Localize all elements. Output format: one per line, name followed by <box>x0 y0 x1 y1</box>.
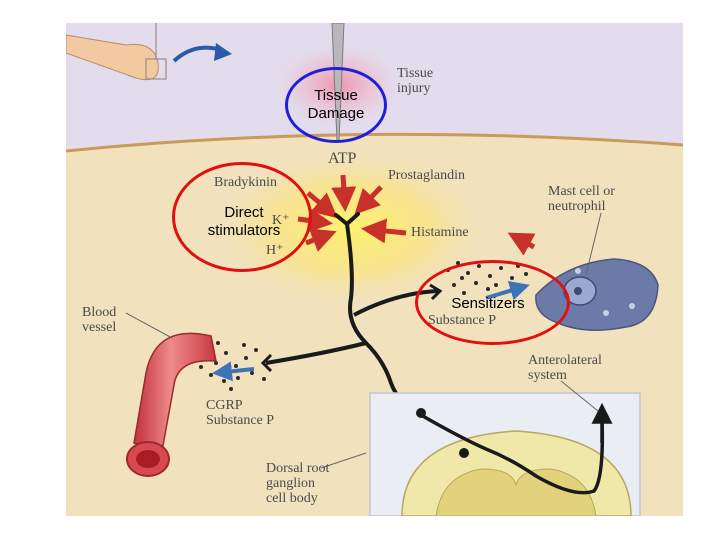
mast-nucleolus <box>574 287 582 295</box>
atp-arrow <box>331 174 357 212</box>
label-cgrp: CGRP Substance P <box>206 398 274 428</box>
vessel-lumen <box>136 450 160 468</box>
annotation-sensitizers: Sensitizers <box>451 295 525 312</box>
label-tissue-injury: Tissue injury <box>397 66 433 96</box>
label-histamine: Histamine <box>411 225 469 240</box>
tissue-damage-ring <box>285 67 387 143</box>
label-line: Substance P <box>206 413 275 428</box>
label-line: injury <box>397 81 431 96</box>
prostaglandin-arrow <box>354 185 383 215</box>
mast-granule <box>575 268 581 274</box>
label-prostaglandin: Prostaglandin <box>388 168 465 183</box>
label-line: neutrophil <box>548 199 606 214</box>
label-line: Mast cell or <box>548 184 615 199</box>
spinal-pathway <box>420 413 605 495</box>
label-line: Dorsal root <box>266 461 330 476</box>
label-line: system <box>528 368 567 383</box>
label-line: CGRP <box>206 398 243 413</box>
label-mast-cell: Mast cell or neutrophil <box>548 184 615 214</box>
nerve-branch-left <box>265 341 367 365</box>
motion-arrow-head <box>214 43 232 61</box>
histamine-arrow <box>361 218 407 244</box>
blood-vessel <box>133 332 217 452</box>
synapse-dot <box>459 448 469 458</box>
annotation-line: Damage <box>307 105 365 122</box>
label-drg: Dorsal root ganglion cell body <box>266 461 329 506</box>
finger <box>66 34 159 81</box>
branch-left-ending <box>260 353 273 373</box>
sensitizers-ring <box>415 260 570 345</box>
label-line: cell body <box>266 491 318 506</box>
label-anterolateral: Anterolateral system <box>528 353 602 383</box>
annotation-line: stimulators <box>207 222 281 239</box>
label-line: Anterolateral <box>528 353 602 368</box>
direct-stimulators-ring <box>172 162 312 272</box>
annotation-direct-stimulators: Direct stimulators <box>192 204 296 240</box>
grey-matter <box>435 468 597 516</box>
label-line: Tissue <box>397 66 434 81</box>
anterolateral-pointer <box>560 380 599 412</box>
label-atp: ATP <box>328 150 357 167</box>
vessel-pointer <box>125 312 173 339</box>
annotation-line: Direct <box>224 204 264 221</box>
mast-arrow <box>507 232 536 256</box>
mast-granule <box>603 310 609 316</box>
mast-granule <box>629 303 635 309</box>
skin-surface <box>66 132 683 153</box>
label-line: vessel <box>82 320 117 335</box>
label-line: ganglion <box>266 476 315 491</box>
label-line: Blood <box>82 305 117 320</box>
ganglion-body <box>416 408 426 418</box>
label-blood-vessel: Blood vessel <box>82 305 116 335</box>
blue-arrow-left <box>212 361 255 382</box>
mast-pointer <box>585 212 602 276</box>
drg-pointer <box>320 452 367 469</box>
h-arrow <box>305 228 337 252</box>
annotation-tissue-damage: Tissue Damage <box>296 87 376 123</box>
annotation-line: Tissue <box>314 87 358 104</box>
